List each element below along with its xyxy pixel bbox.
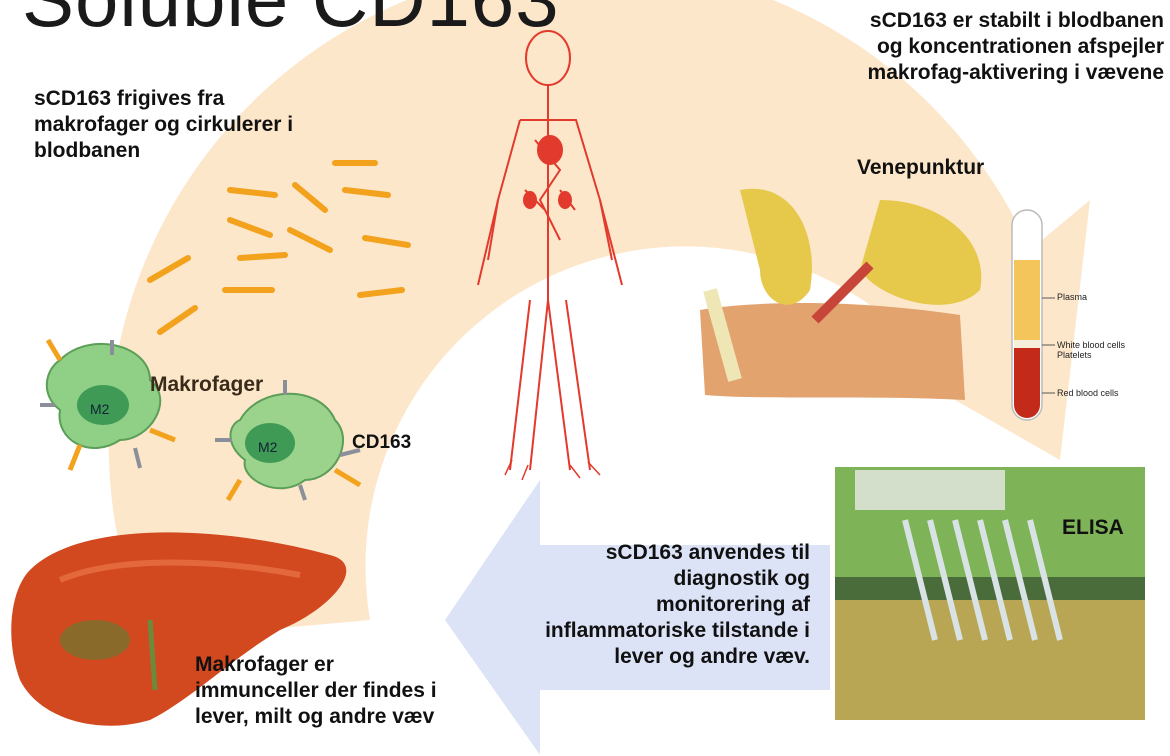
caption-line: og koncentrationen afspejler [868, 34, 1164, 60]
caption-line: sCD163 frigives fra [34, 86, 293, 112]
m2-label-1: M2 [90, 396, 109, 422]
caption-line: diagnostik og [500, 566, 810, 592]
caption-line: blodbanen [34, 138, 293, 164]
caption-line: sCD163 er stabilt i blodbanen [868, 8, 1164, 34]
tube-label-plasma: Plasma [1057, 292, 1087, 302]
cd163-label: CD163 [352, 430, 411, 456]
caption-line: inflammatoriske tilstande i [500, 618, 810, 644]
caption-line: immunceller der findes i [195, 678, 437, 704]
elisa-label: ELISA [1062, 515, 1124, 541]
bottom-left-caption: Makrofager er immunceller der findes i l… [195, 652, 437, 730]
caption-line: lever, milt og andre væv [195, 704, 437, 730]
caption-line: makrofag-aktivering i vævene [868, 60, 1164, 86]
elisa-photo [835, 467, 1145, 720]
tube-label-platelets: Platelets [1057, 350, 1092, 360]
caption-line: lever og andre væv. [500, 644, 810, 670]
m2-label-2: M2 [258, 434, 277, 460]
page-title: Soluble CD163 [22, 0, 560, 45]
tube-label-white: White blood cells [1057, 340, 1125, 350]
caption-line: monitorering af [500, 592, 810, 618]
center-right-caption: sCD163 anvendes til diagnostik og monito… [500, 540, 810, 670]
top-right-caption: sCD163 er stabilt i blodbanen og koncent… [868, 8, 1164, 86]
caption-line: makrofager og cirkulerer i [34, 112, 293, 138]
caption-line: sCD163 anvendes til [500, 540, 810, 566]
makrofager-label: Makrofager [150, 372, 263, 398]
caption-line: Makrofager er [195, 652, 437, 678]
top-left-caption: sCD163 frigives fra makrofager og cirkul… [34, 86, 293, 164]
tube-label-red: Red blood cells [1057, 388, 1119, 398]
venepunktur-label: Venepunktur [857, 155, 984, 181]
